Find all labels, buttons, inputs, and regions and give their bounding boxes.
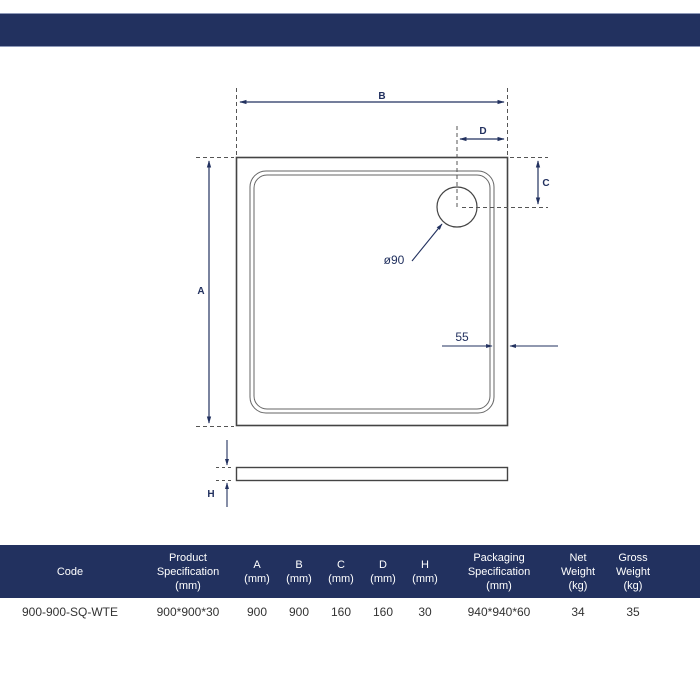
cell-product-spec: 900*900*30 [156,605,220,619]
cell-net-weight: 34 [571,605,585,619]
label-d: D [479,126,486,137]
cell-code: 900-900-SQ-WTE [21,605,119,619]
col-header-d: D(mm) [370,558,396,585]
dimension-h [216,440,234,507]
label-rim-width: 55 [455,330,469,344]
cell-gross-weight: 35 [626,605,640,619]
cell-h: 30 [418,605,432,619]
cell-packaging-spec: 940*940*60 [467,605,531,619]
cell-d: 160 [372,605,394,619]
tray-side-view [235,466,509,482]
dimension-b [236,88,508,156]
tray-plan-view [235,156,509,427]
cell-b: 900 [288,605,310,619]
drain-leader [411,223,443,262]
dimension-d [456,126,505,210]
label-b: B [378,91,385,102]
header-bar [0,13,700,47]
dimension-a [196,157,234,427]
label-a: A [197,286,204,297]
col-header-h: H(mm) [412,558,438,585]
cell-a: 900 [246,605,268,619]
dimension-c [462,157,548,208]
label-h: H [207,489,214,500]
label-c: C [542,178,549,189]
table-row: 900-900-SQ-WTE 900*900*30 900 900 160 16… [0,598,700,626]
label-drain-diameter: ø90 [384,253,405,267]
col-header-b: B(mm) [286,558,312,585]
col-header-spacer [662,545,700,598]
col-header-a: A(mm) [244,558,270,585]
technical-drawing: B D C A ø90 55 H [196,88,558,507]
cell-c: 160 [330,605,352,619]
cell-spacer [662,598,700,626]
col-header-c: C(mm) [328,558,354,585]
col-header-code: Code [56,565,84,578]
